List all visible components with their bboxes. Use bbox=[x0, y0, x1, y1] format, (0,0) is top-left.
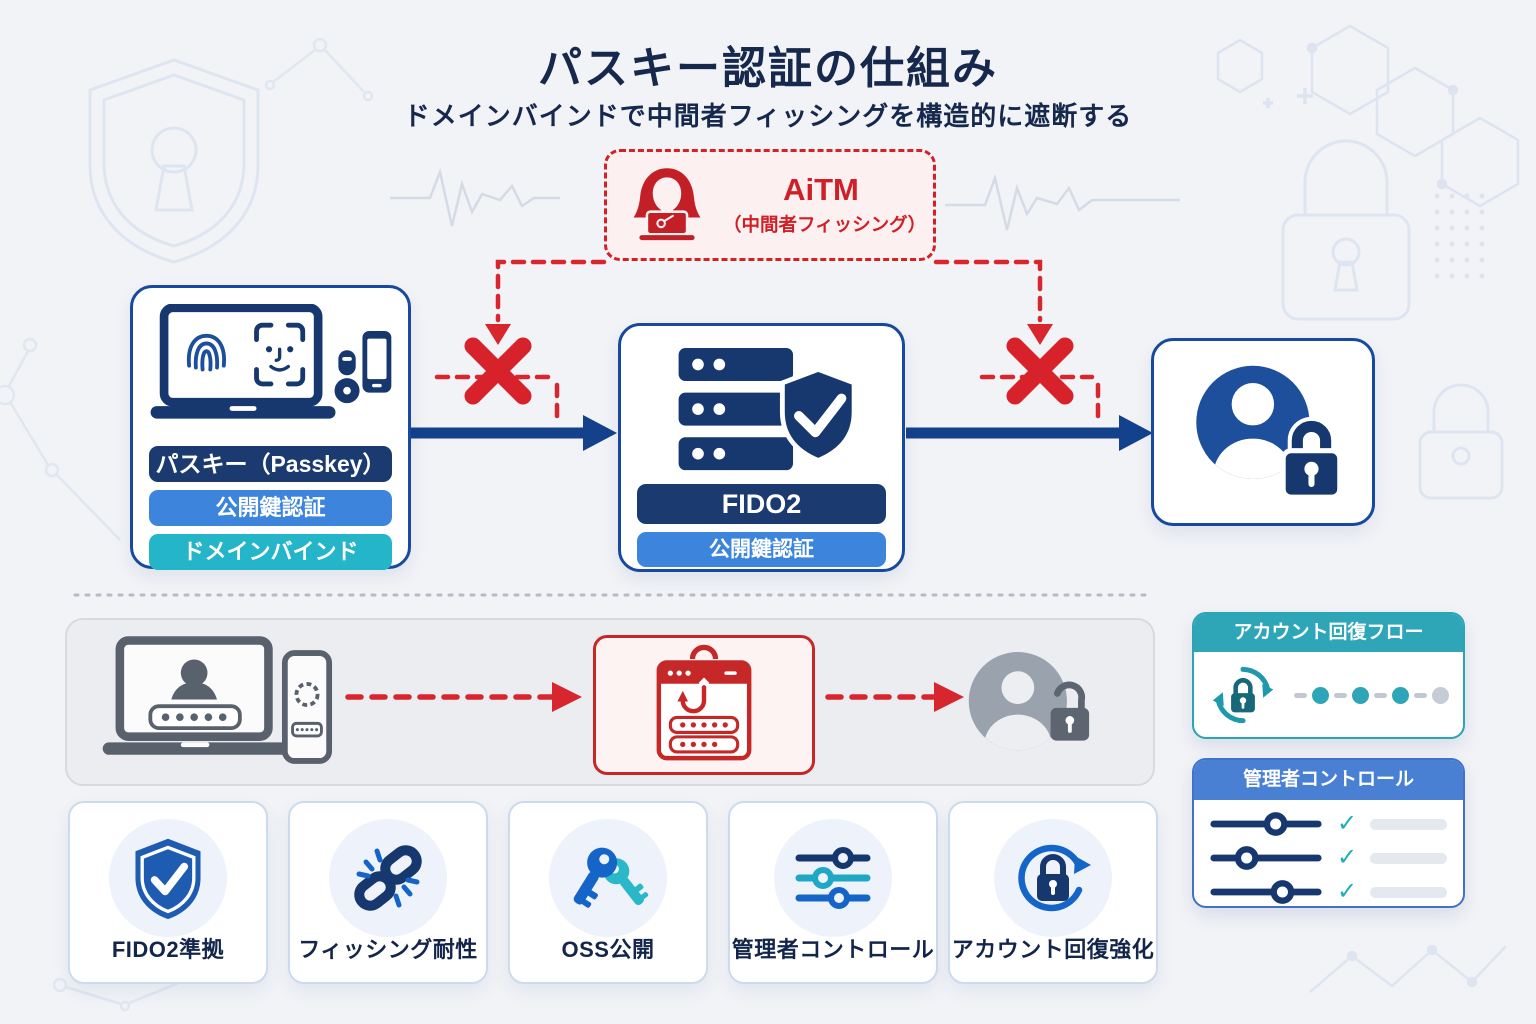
dual-keys-icon bbox=[573, 847, 649, 908]
protected-user-avatar-lock-icon bbox=[1196, 365, 1343, 500]
feature-label: OSS公開 bbox=[561, 937, 655, 962]
lock-recovery-icon bbox=[1212, 666, 1274, 724]
passkey-arrow-server-to-user bbox=[906, 415, 1153, 451]
protected-user-box bbox=[1151, 338, 1375, 526]
progress-step-dot bbox=[1352, 686, 1369, 704]
progress-dash bbox=[1414, 692, 1427, 698]
lock-refresh-icon bbox=[1018, 844, 1091, 912]
legacy-laptop-password-icon bbox=[102, 636, 288, 755]
fido2-server-box: FIDO2 公開鍵認証 bbox=[618, 323, 905, 572]
admin-setting-row: ✓ bbox=[1208, 878, 1447, 906]
feature-card-fido2: FIDO2準拠 bbox=[68, 801, 268, 984]
feature-icon-circle bbox=[109, 819, 227, 937]
aitm-attacker-box: AiTM （中間者フィッシング） bbox=[604, 149, 936, 261]
feature-icon-circle bbox=[549, 819, 667, 937]
recovery-card-header: アカウント回復フロー bbox=[1194, 614, 1463, 652]
feature-label: FIDO2準拠 bbox=[111, 937, 225, 962]
compromised-user-icon bbox=[968, 652, 1090, 751]
public-key-auth-pill: 公開鍵認証 bbox=[149, 490, 392, 526]
client-device-box: パスキー（Passkey） 公開鍵認証 ドメインバインド bbox=[130, 285, 411, 570]
legacy-password-flow-panel bbox=[65, 618, 1155, 786]
hacker-icon bbox=[633, 168, 701, 241]
security-key-icon bbox=[334, 350, 360, 404]
feature-card-oss: OSS公開 bbox=[508, 801, 708, 984]
slider-icon bbox=[1210, 880, 1322, 904]
dot-grid-decoration bbox=[1434, 193, 1485, 279]
broken-link-icon bbox=[354, 845, 422, 911]
slider-icon bbox=[1210, 846, 1322, 870]
feature-icon-circle bbox=[994, 819, 1112, 937]
sliders-icon bbox=[795, 847, 871, 909]
progress-step-dot bbox=[1312, 686, 1329, 704]
client-devices-icon bbox=[150, 304, 392, 419]
check-icon: ✓ bbox=[1336, 810, 1358, 837]
admin-control-card: 管理者コントロール ✓ ✓ bbox=[1192, 758, 1465, 908]
phishing-site-box bbox=[593, 635, 815, 775]
fido2-label-pill: FIDO2 bbox=[637, 484, 886, 524]
check-icon: ✓ bbox=[1336, 844, 1358, 871]
feature-card-phishing-resistance: フィッシング耐性 bbox=[288, 801, 488, 984]
feature-card-admin-control: 管理者コントロール bbox=[728, 801, 938, 984]
feature-icon-circle bbox=[329, 819, 447, 937]
account-recovery-card: アカウント回復フロー bbox=[1192, 612, 1465, 739]
placeholder-bar bbox=[1370, 818, 1447, 830]
feature-label: 管理者コントロール bbox=[731, 937, 935, 962]
progress-step-dot bbox=[1392, 686, 1409, 704]
legacy-phone-otp-icon bbox=[281, 650, 333, 764]
phishing-site-icon bbox=[656, 644, 752, 761]
server-public-key-pill: 公開鍵認証 bbox=[637, 532, 886, 567]
feature-icon-circle bbox=[774, 819, 892, 937]
page-title: パスキー認証の仕組み bbox=[538, 44, 998, 93]
feature-card-account-recovery: アカウント回復強化 bbox=[948, 801, 1158, 984]
phone-icon bbox=[362, 330, 392, 393]
passkey-label-pill: パスキー（Passkey） bbox=[149, 446, 392, 482]
aitm-name: AiTM bbox=[783, 171, 859, 207]
admin-setting-row: ✓ bbox=[1208, 810, 1447, 838]
blue-key bbox=[573, 847, 618, 908]
aitm-description: （中間者フィッシング） bbox=[723, 214, 927, 236]
feature-label: フィッシング耐性 bbox=[298, 937, 478, 962]
admin-card-header: 管理者コントロール bbox=[1194, 760, 1463, 800]
shield-check-icon bbox=[135, 838, 201, 920]
progress-dash bbox=[1334, 692, 1347, 698]
domain-bind-pill: ドメインバインド bbox=[149, 534, 392, 570]
check-icon: ✓ bbox=[1336, 878, 1358, 905]
placeholder-bar bbox=[1370, 886, 1447, 898]
feature-label: アカウント回復強化 bbox=[951, 937, 1155, 962]
progress-dash bbox=[1374, 692, 1387, 698]
server-shield-icon bbox=[678, 348, 857, 471]
placeholder-bar bbox=[1370, 852, 1447, 864]
zigzag-decoration bbox=[1309, 944, 1507, 993]
slider-icon bbox=[1210, 812, 1322, 836]
progress-step-dot-pending bbox=[1432, 686, 1449, 704]
face-id-icon bbox=[254, 322, 306, 387]
admin-setting-row: ✓ bbox=[1208, 844, 1447, 872]
passkey-arrow-client-to-server bbox=[411, 415, 617, 451]
page-subtitle: ドメインバインドで中間者フィッシングを構造的に遮断する bbox=[403, 101, 1133, 131]
recovery-progress-steps bbox=[1284, 686, 1451, 704]
progress-dash bbox=[1294, 692, 1307, 698]
fingerprint-icon bbox=[186, 333, 226, 372]
